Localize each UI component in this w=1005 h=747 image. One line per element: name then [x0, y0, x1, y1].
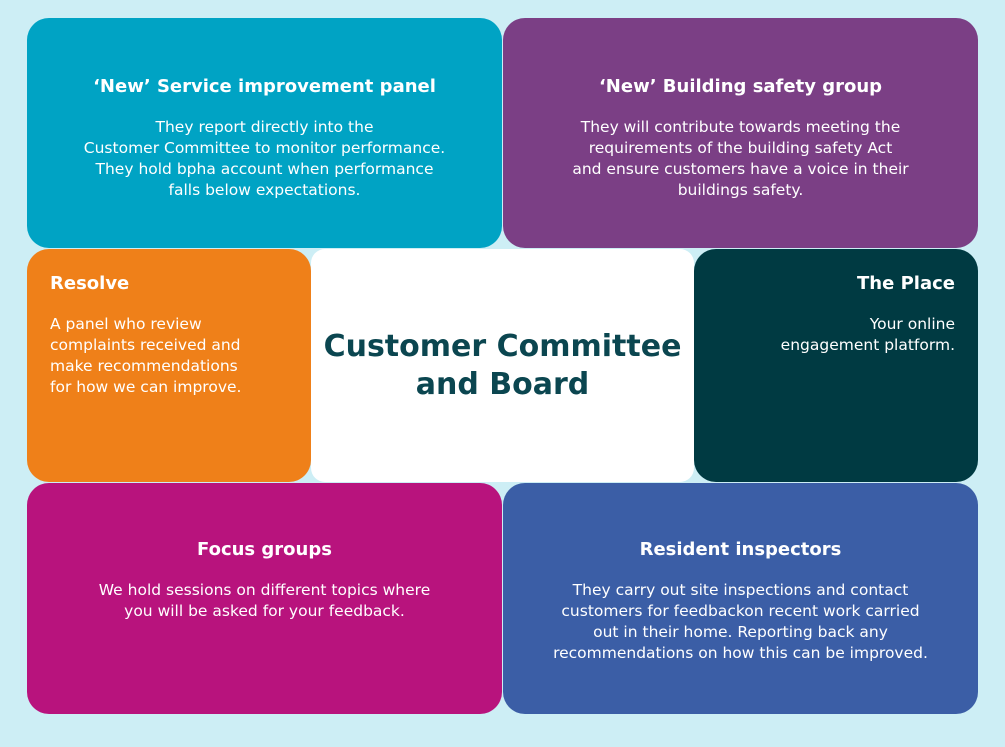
the-place-panel: The Place Your online engagement platfor…: [694, 249, 978, 482]
resolve-title: Resolve: [50, 273, 130, 294]
building-safety-group-panel: ‘New’ Building safety group They will co…: [503, 18, 978, 248]
center-title: Customer Committee and Board: [323, 328, 682, 402]
resolve-panel: Resolve A panel who review complaints re…: [27, 249, 311, 482]
resident-inspectors-text: They carry out site inspections and cont…: [553, 581, 928, 662]
building-safety-text: They will contribute towards meeting the…: [572, 118, 909, 199]
resolve-text: A panel who review complaints received a…: [50, 315, 242, 396]
the-place-title: The Place: [857, 273, 955, 294]
resident-inspectors-title: Resident inspectors: [639, 539, 842, 560]
focus-groups-text: We hold sessions on different topics whe…: [98, 581, 431, 620]
customer-committee-center: Customer Committee and Board: [311, 249, 694, 482]
focus-groups-title: Focus groups: [197, 539, 332, 560]
resident-inspectors-panel: Resident inspectors They carry out site …: [503, 483, 978, 714]
service-improvement-panel: ‘New’ Service improvement panel They rep…: [27, 18, 502, 248]
the-place-text: Your online engagement platform.: [780, 315, 955, 354]
service-improvement-title: ‘New’ Service improvement panel: [93, 76, 436, 97]
building-safety-title: ‘New’ Building safety group: [598, 76, 883, 97]
focus-groups-panel: Focus groups We hold sessions on differe…: [27, 483, 502, 714]
service-improvement-text: They report directly into the Customer C…: [83, 118, 446, 199]
